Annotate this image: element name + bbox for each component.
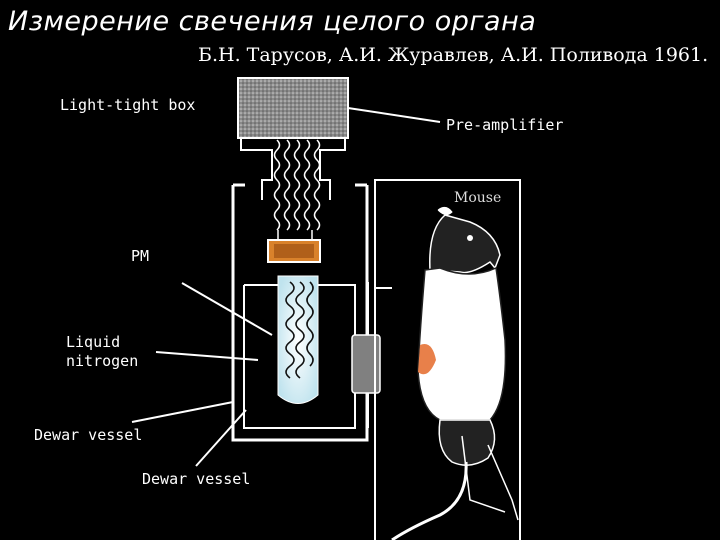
authors-subtitle: Б.Н. Тарусов, А.И. Журавлев, А.И. Поливо… — [198, 44, 709, 66]
leader-pre-amplifier — [347, 107, 441, 123]
label-dewar-vessel-2: Dewar vessel — [142, 470, 251, 488]
label-liquid-nitrogen-line2: nitrogen — [66, 352, 139, 370]
mouse-figure — [391, 206, 519, 540]
label-liquid-nitrogen-line1: Liquid — [66, 333, 121, 351]
leader-pm — [181, 282, 273, 336]
mouse-enclosure — [374, 179, 521, 540]
wiring-coils — [273, 139, 321, 240]
label-mouse: Mouse — [454, 190, 502, 206]
leader-dewar-vessel-1 — [131, 401, 234, 423]
leader-lines — [131, 107, 441, 467]
shutter — [351, 282, 381, 428]
sample-tube — [277, 275, 319, 404]
label-light-tight-box: Light-tight box — [60, 96, 196, 114]
label-dewar-vessel-1: Dewar vessel — [34, 426, 143, 444]
label-pre-amplifier: Pre-amplifier — [446, 116, 564, 134]
leader-liquid-nitrogen — [155, 351, 259, 361]
pre-amplifier-box — [237, 77, 349, 200]
page-title: Измерение свечения целого органа — [8, 6, 537, 37]
leader-dewar-vessel-2 — [195, 409, 247, 467]
label-pm: PM — [131, 247, 150, 265]
photomultiplier — [267, 239, 321, 263]
